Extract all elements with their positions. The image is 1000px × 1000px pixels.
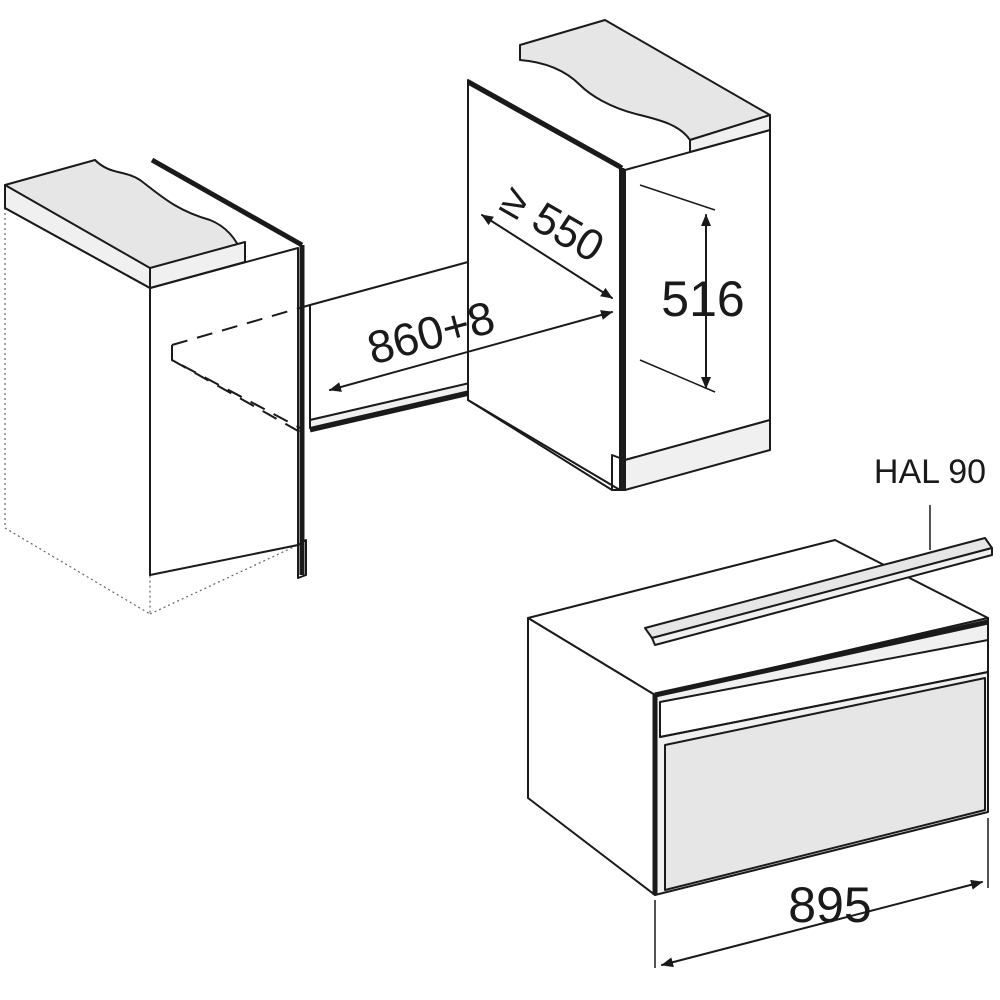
- appliance-width-label: 895: [788, 877, 871, 933]
- niche-height-label: 516: [661, 271, 744, 327]
- dimension-appliance-width: 895: [654, 818, 989, 968]
- dimension-niche-height: 516: [639, 184, 745, 393]
- handle-label: HAL 90: [874, 453, 986, 491]
- niche-outline-dashed: [171, 304, 311, 433]
- handle-hal90: HAL 90: [644, 453, 993, 646]
- left-countertop: [4, 159, 246, 289]
- left-cabinet: [4, 157, 307, 616]
- appliance: [527, 539, 989, 896]
- right-cabinet: [466, 19, 771, 491]
- right-countertop: [519, 19, 771, 153]
